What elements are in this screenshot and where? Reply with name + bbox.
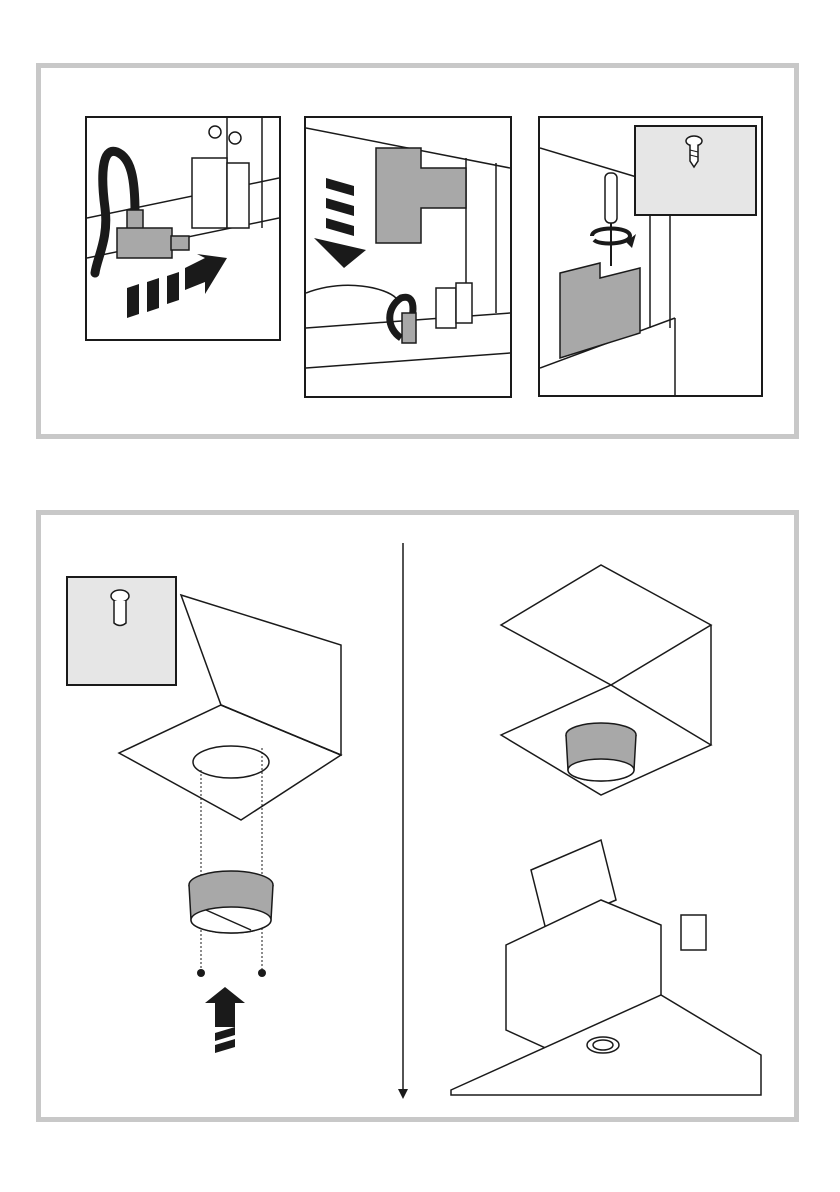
cover-box-icon xyxy=(376,148,466,243)
push-arrow-icon xyxy=(127,254,227,318)
step-2-cover-frame xyxy=(304,116,512,398)
step-1-connector-frame xyxy=(85,116,281,341)
cover-box-icon xyxy=(560,263,640,358)
cover-illustration xyxy=(306,118,510,396)
screw-icon xyxy=(68,578,175,684)
screw-icon xyxy=(636,127,755,214)
flange-icon xyxy=(566,723,636,781)
up-arrow-icon xyxy=(205,987,245,1053)
screw-detail-inset xyxy=(66,576,177,686)
flange-icon xyxy=(189,871,273,933)
sequence-arrow-icon xyxy=(398,543,408,1099)
down-arrow-icon xyxy=(314,178,366,268)
connector-plug-icon xyxy=(117,210,189,258)
hood-body-icon xyxy=(451,840,761,1095)
screwdriver-icon xyxy=(605,173,617,266)
connector-illustration xyxy=(87,118,279,339)
screw-detail-inset xyxy=(634,125,757,216)
step-3-screw-frame xyxy=(538,116,763,397)
installation-panel-bottom xyxy=(36,510,799,1122)
installation-panel-top xyxy=(36,63,799,439)
